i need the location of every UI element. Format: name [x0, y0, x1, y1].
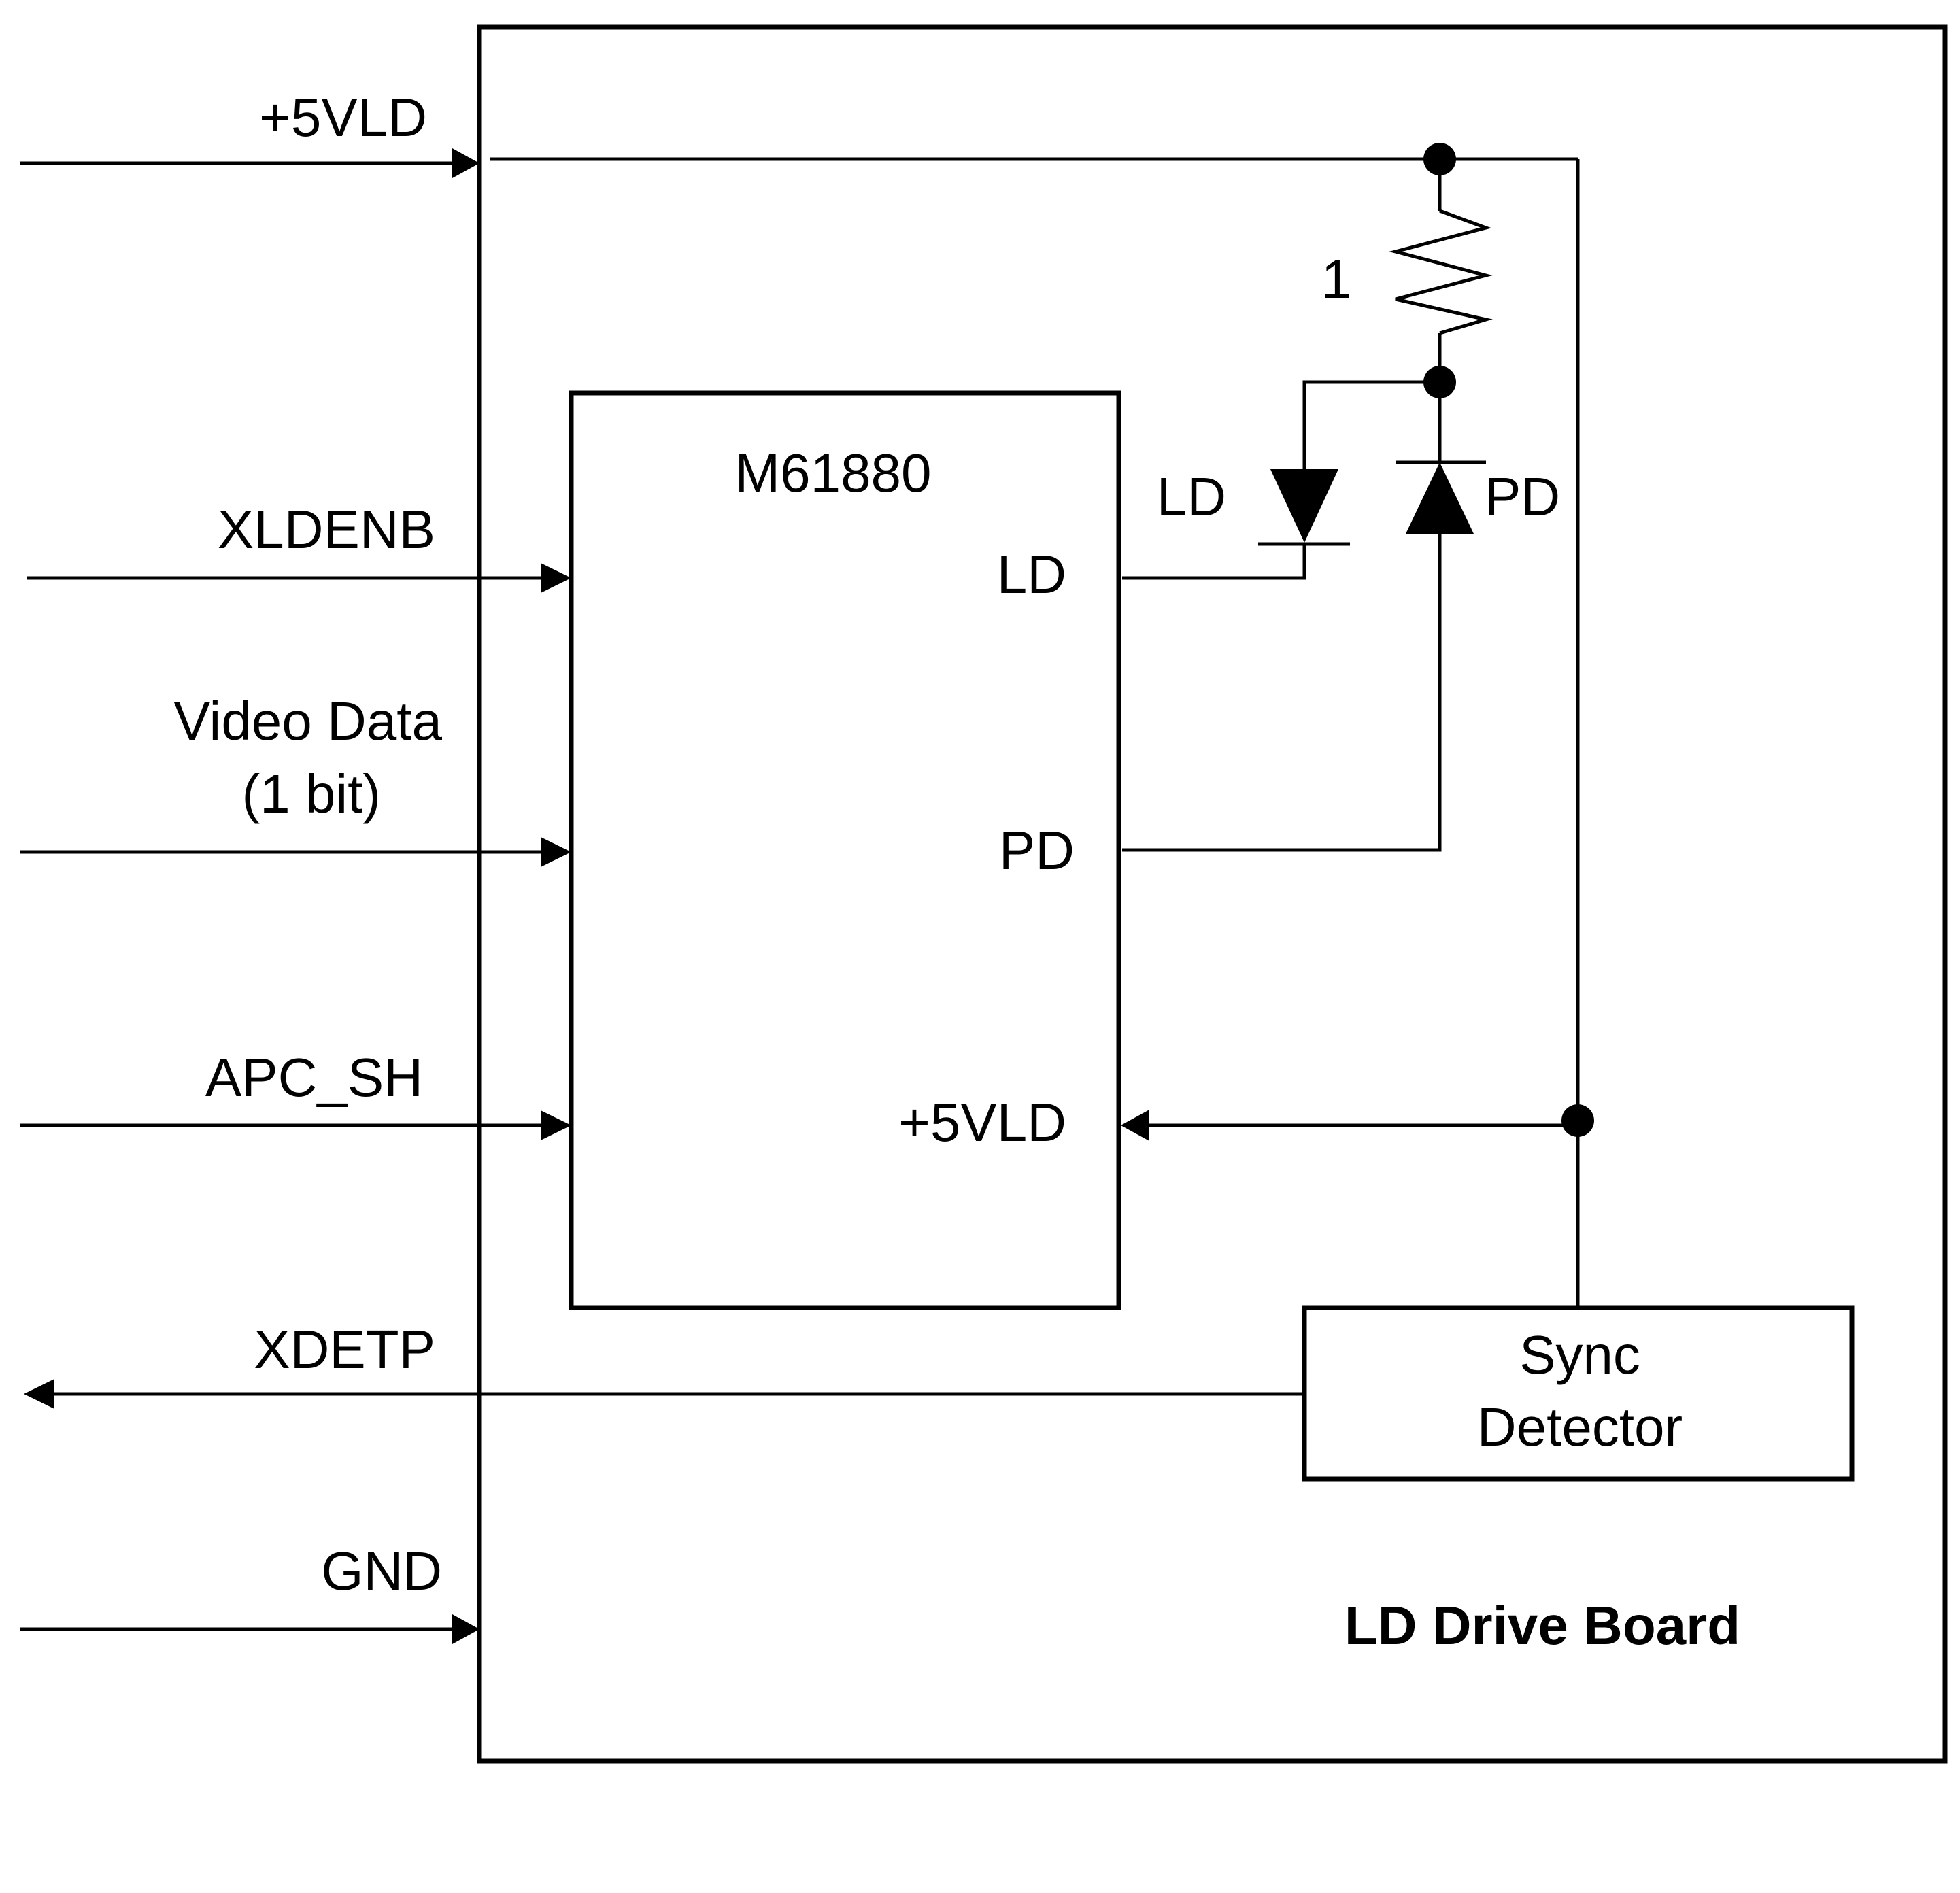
vld-input-arrow — [452, 148, 479, 178]
resistor-symbol — [1389, 209, 1493, 335]
ld-anode-wire — [1302, 380, 1440, 469]
chip-vld-arrow — [1121, 1110, 1149, 1141]
video-arrow — [541, 837, 571, 867]
xldenb-arrow — [541, 563, 571, 593]
apc-arrow — [541, 1110, 571, 1140]
chip-pin-pd: PD — [999, 820, 1075, 881]
gnd-arrow — [452, 1614, 479, 1644]
video-label-line1: Video Data — [174, 691, 443, 751]
ld-cathode-wire — [1122, 544, 1306, 580]
chip-name: M61880 — [734, 443, 931, 503]
xldenb-label: XLDENB — [218, 499, 435, 560]
gnd-label: GND — [321, 1541, 442, 1601]
pd-lower-wire — [1122, 534, 1442, 852]
xdetp-arrow — [24, 1379, 54, 1409]
board-outline — [477, 24, 1948, 1764]
junction-right — [1561, 1104, 1594, 1137]
sync-label-line1: Sync — [1519, 1325, 1640, 1385]
apc-label: APC_SH — [205, 1047, 423, 1108]
sync-label-line2: Detector — [1477, 1397, 1683, 1457]
board-title: LD Drive Board — [1345, 1595, 1740, 1656]
video-label-line2: (1 bit) — [242, 764, 382, 824]
chip-pin-ld: LD — [997, 544, 1066, 604]
resistor-value: 1 — [1321, 249, 1352, 309]
vld-input-label: +5VLD — [259, 87, 427, 148]
laser-diode-label: LD — [1157, 466, 1226, 527]
xdetp-label: XDETP — [254, 1319, 435, 1380]
laser-diode-symbol — [1270, 469, 1338, 543]
chip-m61880 — [569, 390, 1121, 1310]
photo-diode-symbol — [1406, 462, 1474, 534]
chip-pin-vld: +5VLD — [898, 1092, 1066, 1153]
photo-diode-label: PD — [1485, 466, 1560, 527]
